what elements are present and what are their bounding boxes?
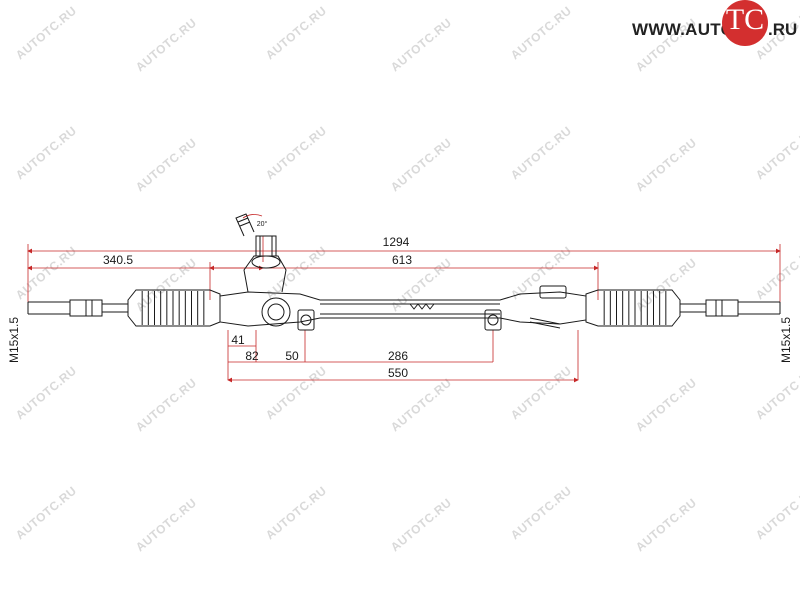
dim-housing-length: 613 xyxy=(392,253,412,267)
dimension-lines xyxy=(27,214,781,383)
pinion-angle-label: 20° xyxy=(257,220,268,228)
rack-body xyxy=(27,213,781,331)
logo-suffix: .RU xyxy=(768,20,798,39)
logo-prefix: WWW.AUTO xyxy=(632,20,735,39)
thread-left-label: M15x1.5 xyxy=(7,317,21,363)
dim-550: 550 xyxy=(388,366,408,380)
thread-right-label: M15x1.5 xyxy=(779,317,793,363)
dim-left-offset: 340.5 xyxy=(103,253,133,267)
dim-286: 286 xyxy=(388,349,408,363)
logo-mark: TC xyxy=(725,3,765,36)
dim-41: 41 xyxy=(231,333,245,347)
site-logo[interactable]: WWW.AUTO TC .RU xyxy=(632,0,797,52)
dim-total-length: 1294 xyxy=(383,235,410,249)
dim-82: 82 xyxy=(245,349,259,363)
dim-50: 50 xyxy=(285,349,299,363)
logo-circle-icon xyxy=(722,0,768,46)
